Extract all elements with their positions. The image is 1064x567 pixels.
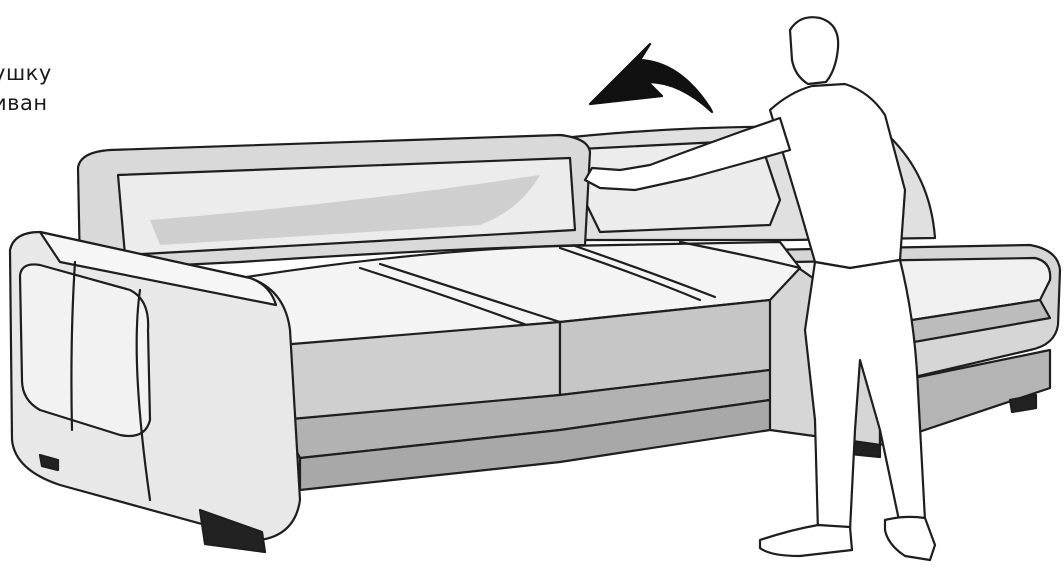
left-armrest [10,232,300,552]
rotate-arrow-icon [590,44,712,112]
